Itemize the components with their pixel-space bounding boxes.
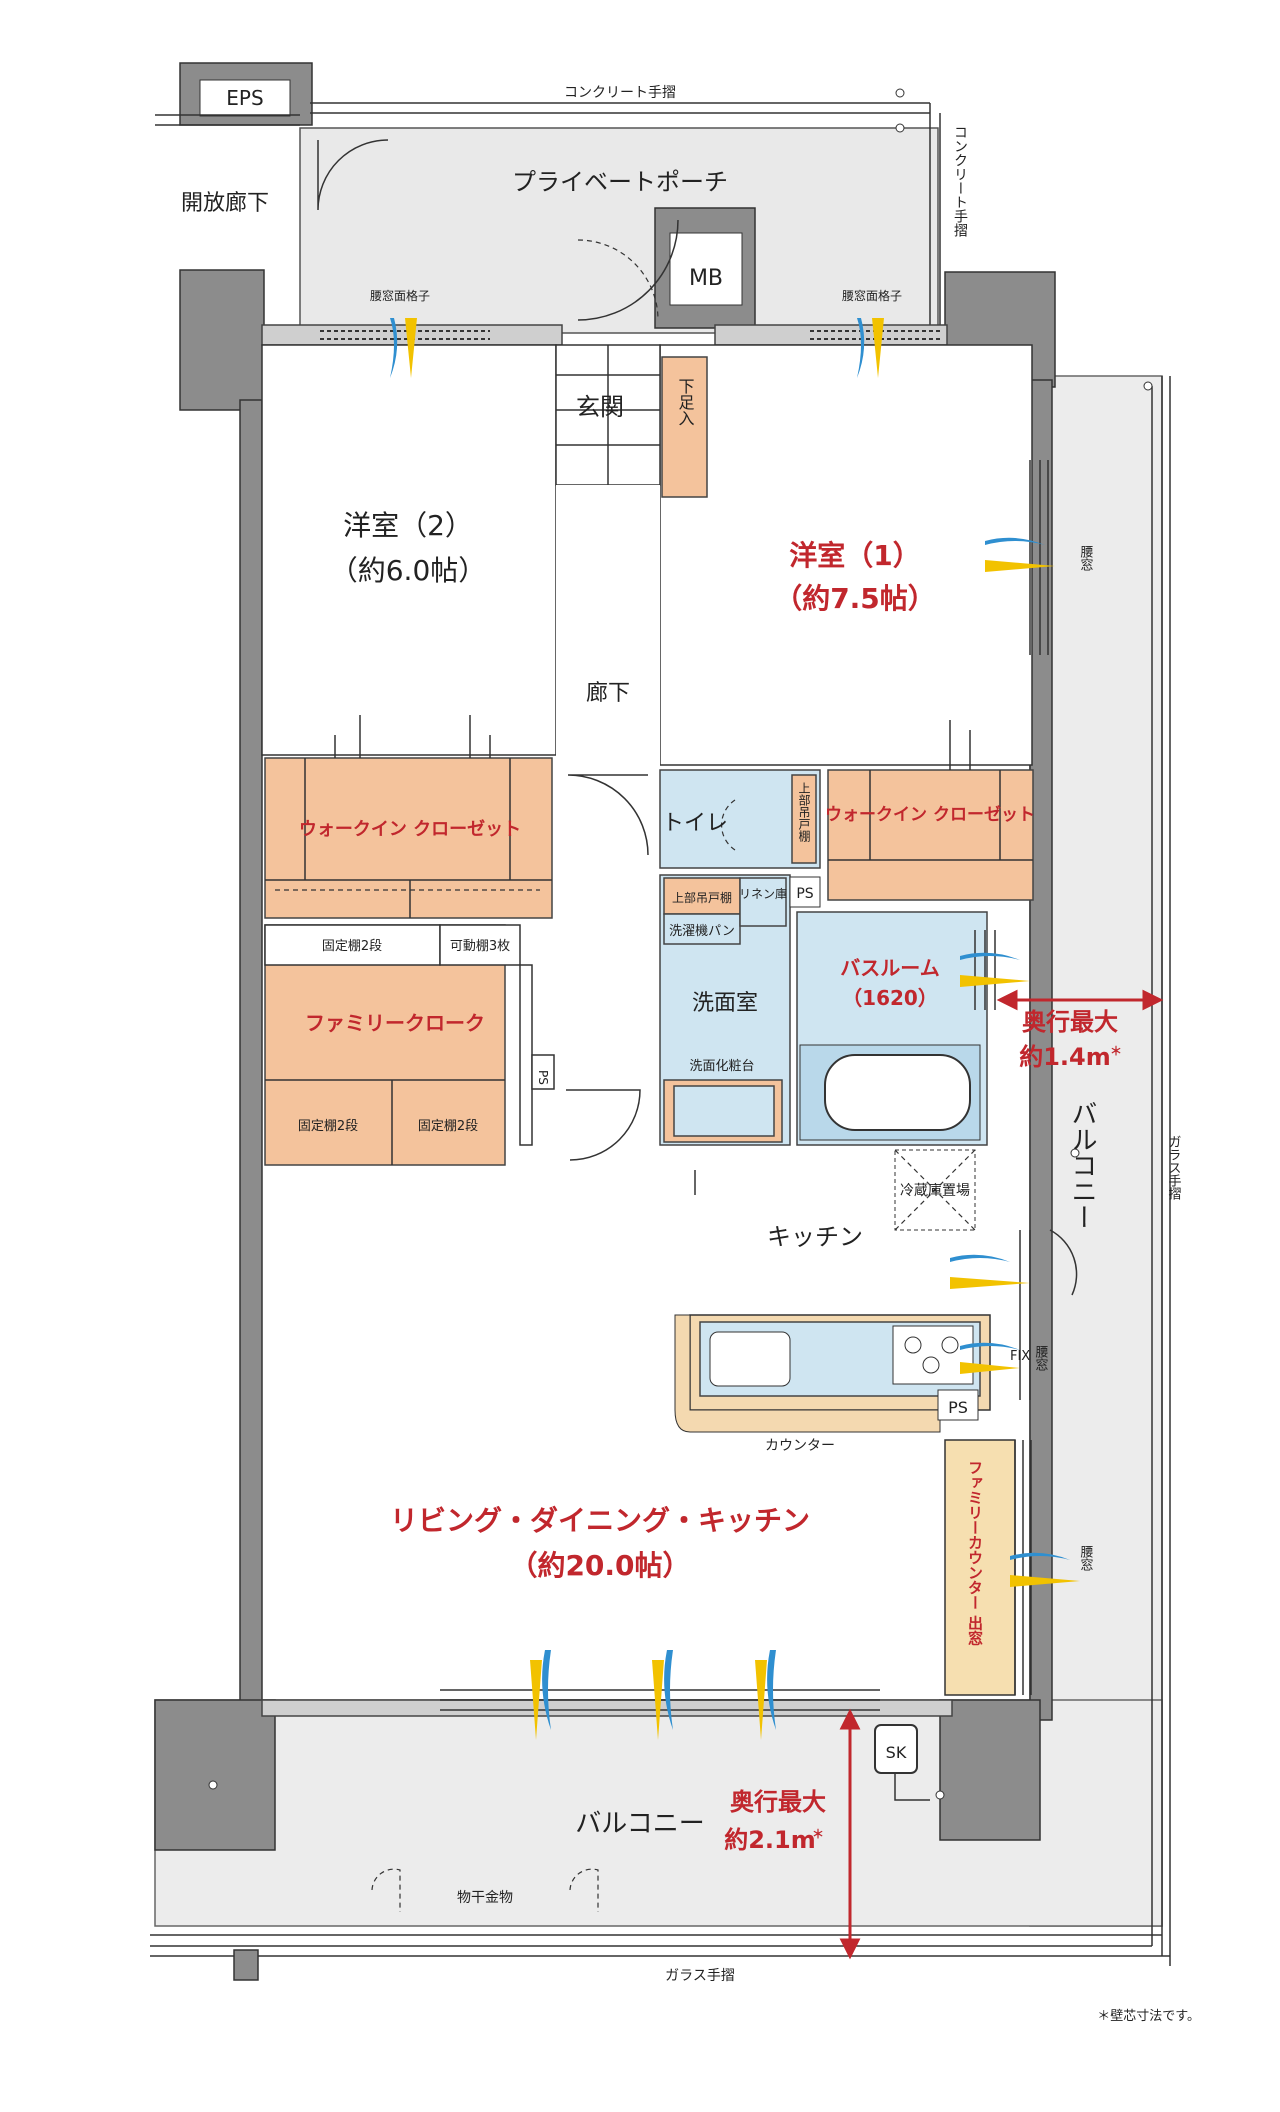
sk-sink — [874, 1724, 918, 1774]
depth-side-asterisk: ＊ — [1110, 1044, 1122, 1058]
private-porch-area — [299, 127, 939, 334]
linen-label: リネン庫 — [739, 887, 787, 901]
bathroom-label: バスルーム — [840, 956, 939, 980]
depth-dimension-bottom — [839, 1708, 861, 1960]
depth-side-value: 約1.4m — [1019, 1043, 1111, 1071]
movable-shelf-label: 可動棚3枚 — [450, 939, 510, 954]
ps-label-1: PS — [796, 886, 813, 902]
ldk-size-label: （約20.0帖） — [509, 1549, 690, 1582]
kitchen-label: キッチン — [767, 1223, 863, 1251]
western-room-2-area — [261, 344, 557, 756]
fridge-label: 冷蔵庫置場 — [900, 1182, 970, 1199]
upper-shelf-label: 上部吊戸棚 — [797, 782, 811, 843]
wall-left-long — [239, 399, 263, 1721]
depth-max-side-label: 奥行最大 — [1022, 1008, 1118, 1036]
concrete-rail-top-label: コンクリート手摺 — [564, 85, 676, 101]
western-room-1-size: （約7.5帖） — [774, 582, 936, 615]
shoe-box-label: 下足入 — [676, 378, 695, 426]
balcony-side-label: バルコニー — [1067, 1100, 1097, 1230]
fixed-shelf-label-2: 固定棚2段 — [298, 1119, 358, 1134]
entrance-label: 玄関 — [576, 393, 624, 421]
depth-bottom-value: 約2.1m — [724, 1826, 816, 1854]
glass-rail-bottom-line — [150, 1934, 1170, 1957]
eps-label: EPS — [226, 86, 263, 110]
bathroom-size-label: （1620） — [842, 986, 938, 1010]
family-counter-label: ファミリーカウンター 出窓 — [966, 1460, 984, 1646]
laundry-hardware-label: 物干金物 — [457, 1890, 513, 1906]
post-left — [233, 1949, 259, 1981]
toilet-label: トイレ — [662, 811, 728, 836]
mb-label: MB — [689, 266, 723, 291]
laundry-pan-label: 洗濯機パン — [669, 924, 735, 939]
wall-bottom-right-column — [939, 1699, 1041, 1841]
ventilation-marks — [390, 318, 1080, 1740]
washroom-label: 洗面室 — [692, 991, 758, 1016]
western-room-2-size: （約6.0帖） — [330, 554, 487, 587]
hallway-label: 廊下 — [586, 681, 630, 706]
waist-window-label-2: 腰窓 — [1033, 1345, 1049, 1371]
private-porch-label: プライベートポーチ — [512, 168, 728, 196]
depth-dimension-side — [996, 989, 1164, 1011]
waist-window-label-1: 腰窓 — [1078, 545, 1094, 571]
walkin-closet-right-label: ウォークイン クローゼット — [825, 804, 1035, 825]
western-room-1-area — [659, 344, 1033, 766]
ldk-label: リビング・ダイニング・キッチン — [390, 1504, 810, 1537]
glass-rail-side-line — [1151, 376, 1171, 1966]
vanity-label: 洗面化粧台 — [689, 1059, 754, 1074]
counter-label: カウンター — [765, 1438, 835, 1454]
walkin-closet-left-label: ウォークイン クローゼット — [299, 818, 521, 840]
waist-window-label-3: 腰窓 — [1078, 1545, 1094, 1571]
ps-label-3: PS — [948, 1398, 968, 1417]
glass-rail-bottom-label: ガラス手摺 — [665, 1968, 735, 1984]
western-room-2-label: 洋室（2） — [343, 509, 473, 542]
walkin-closet-left — [264, 757, 553, 919]
laundry-hardware-right — [569, 1868, 599, 1912]
shoe-box — [661, 356, 708, 498]
sk-label: SK — [886, 1743, 907, 1762]
family-counter-bay — [944, 1439, 1016, 1696]
open-corridor-label: 開放廊下 — [181, 191, 269, 216]
ps-label-2: PS — [536, 1070, 550, 1085]
wall-right-long — [1029, 379, 1053, 1721]
waist-window-lattice-left-label: 腰窓面格子 — [370, 288, 430, 303]
family-cloak-label: ファミリークローク — [305, 1011, 485, 1035]
waist-window-lattice-right-label: 腰窓面格子 — [842, 288, 902, 303]
wall-left-column — [179, 269, 265, 411]
laundry-hardware-left — [371, 1868, 401, 1912]
walkin-closet-right — [827, 769, 1034, 901]
footnote: ＊壁芯寸法です。 — [1097, 2009, 1200, 2024]
wall-bottom-left-column — [154, 1699, 276, 1851]
depth-bottom-asterisk: ＊ — [812, 1827, 824, 1841]
western-room-1-label: 洋室（1） — [789, 539, 920, 572]
depth-max-bottom-label: 奥行最大 — [730, 1788, 826, 1816]
fix-window-label: FIX — [1010, 1349, 1030, 1364]
balcony-bottom-label: バルコニー — [575, 1809, 704, 1839]
glass-rail-side-label: ガラス手摺 — [1166, 1135, 1182, 1200]
concrete-rail-side-label: コンクリート手摺 — [952, 125, 968, 237]
fixed-shelf-label-3: 固定棚2段 — [418, 1119, 478, 1134]
fixed-shelf-label-1: 固定棚2段 — [322, 939, 382, 954]
upper-cabinet-label: 上部吊戸棚 — [672, 890, 732, 905]
